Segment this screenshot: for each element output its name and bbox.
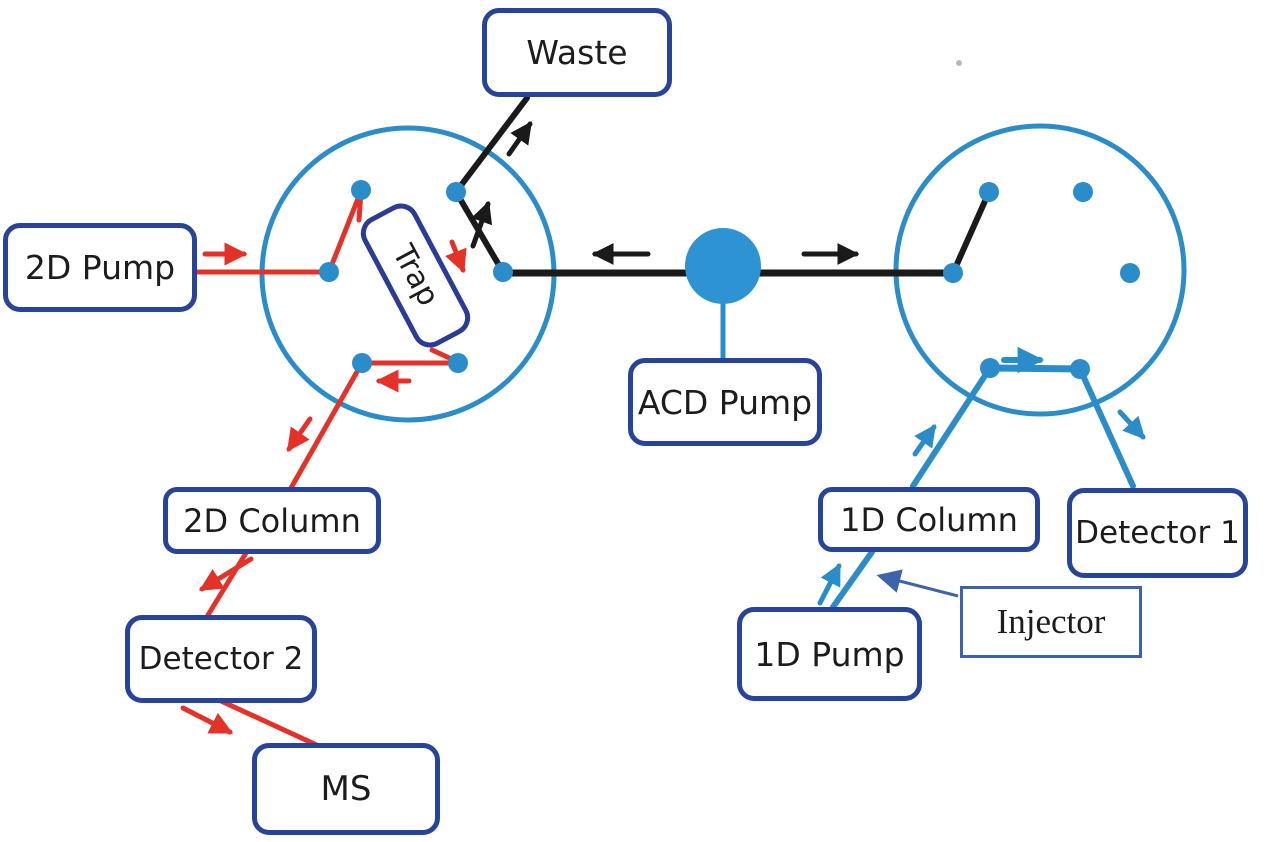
- trap-label: Trap: [385, 239, 446, 312]
- ms-node: MS: [252, 743, 440, 835]
- injector-node: Injector: [960, 586, 1142, 658]
- injector-pointer-arrow: [876, 569, 959, 598]
- acd-pump-label: ACD Pump: [637, 382, 813, 422]
- pump-1d-node: 1D Pump: [737, 607, 922, 701]
- speck: [956, 60, 962, 66]
- detector-1-label: Detector 1: [1075, 515, 1240, 551]
- left-valve-ports: [319, 180, 513, 373]
- column-1d-label: 1D Column: [840, 500, 1018, 539]
- injector-label: Injector: [996, 602, 1106, 641]
- detector-2-label: Detector 2: [138, 641, 304, 677]
- pump-2d-node: 2D Pump: [3, 223, 197, 312]
- detector-1-node: Detector 1: [1067, 488, 1248, 578]
- waste-label: Waste: [526, 33, 628, 72]
- waste-node: Waste: [482, 8, 672, 97]
- detector-2-node: Detector 2: [125, 615, 317, 703]
- pump-2d-label: 2D Pump: [24, 248, 176, 287]
- acd-junction-dot: [685, 228, 761, 304]
- column-1d-node: 1D Column: [818, 487, 1040, 552]
- black-flow-arrows: [470, 121, 860, 266]
- ms-label: MS: [320, 769, 372, 809]
- column-2d-label: 2D Column: [183, 501, 361, 540]
- blue-flow-arrows: [817, 346, 1146, 606]
- pump-1d-label: 1D Pump: [754, 634, 905, 674]
- red-flow-arrows: [180, 239, 467, 735]
- column-2d-node: 2D Column: [163, 487, 381, 554]
- acd-pump-node: ACD Pump: [628, 358, 822, 446]
- right-valve-ports: [943, 182, 1140, 379]
